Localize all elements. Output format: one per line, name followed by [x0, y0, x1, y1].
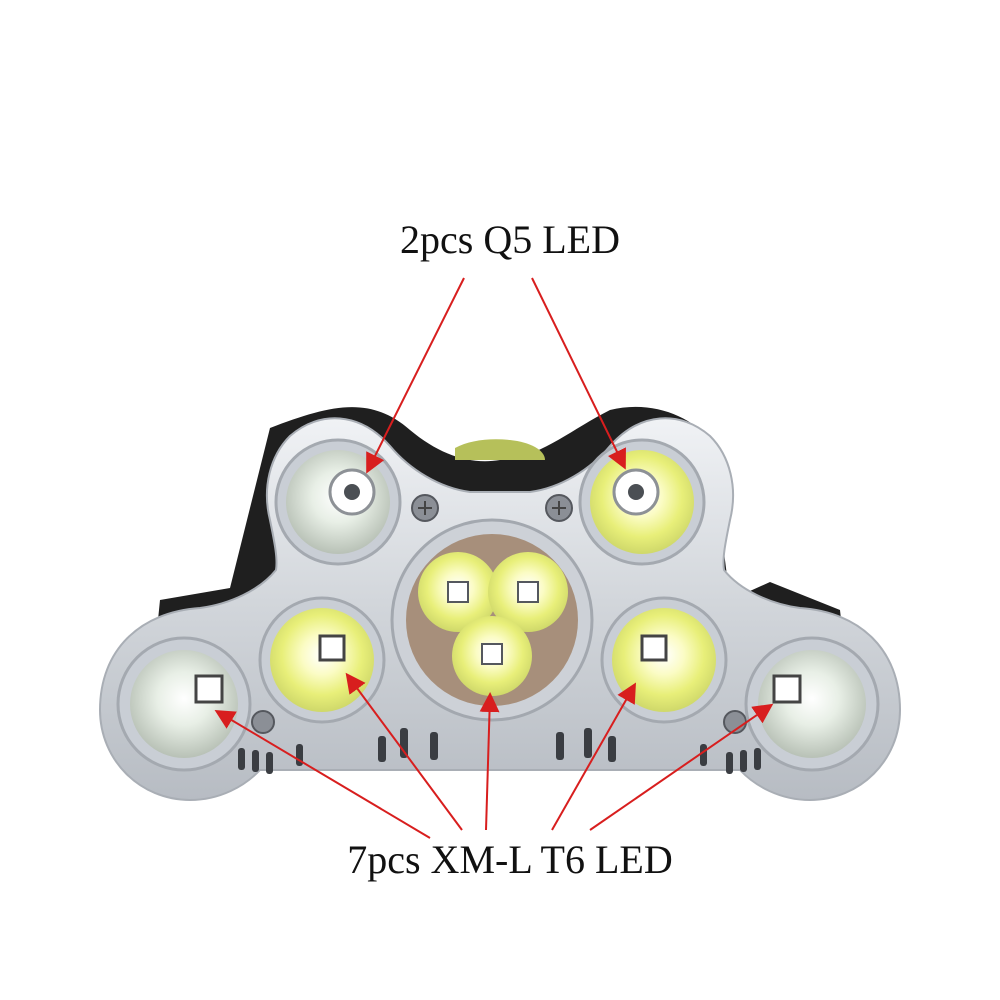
t6-led-outer-left	[116, 636, 252, 772]
screws	[251, 494, 747, 734]
t6-led-mid-right	[600, 596, 728, 724]
strap-clip	[455, 439, 545, 460]
t6-led-mid-left	[258, 596, 386, 724]
q5-arrows	[366, 277, 626, 474]
q5-led-right	[578, 438, 706, 566]
center-triple-led	[390, 518, 594, 722]
q5-led-label: 2pcs Q5 LED	[400, 217, 620, 262]
t6-led-label: 7pcs XM-L T6 LED	[347, 837, 673, 882]
t6-arrows	[214, 672, 774, 839]
t6-led-outer-right	[744, 636, 880, 772]
q5-led-left	[274, 438, 402, 566]
